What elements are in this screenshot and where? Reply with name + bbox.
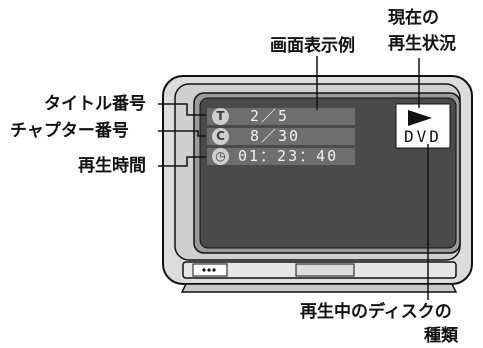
clock-icon: ◷ bbox=[212, 148, 229, 165]
leader-chapter-number bbox=[158, 130, 206, 137]
title-icon: T bbox=[212, 108, 229, 125]
label-current-status-line1: 現在の bbox=[388, 8, 439, 28]
label-disc-type-line2: 種類 bbox=[424, 326, 458, 346]
osd-chapter-value: 8／30 bbox=[250, 127, 301, 145]
status-area bbox=[395, 103, 451, 149]
control-slot bbox=[295, 263, 355, 277]
play-triangle-icon bbox=[408, 110, 432, 126]
label-title-number: タイトル番号 bbox=[44, 94, 146, 114]
osd-band-chapter bbox=[207, 128, 355, 145]
leader-playback-time bbox=[158, 156, 206, 167]
label-playback-time: 再生時間 bbox=[78, 156, 146, 176]
button-dot-1 bbox=[202, 268, 206, 272]
chapter-icon: C bbox=[212, 128, 229, 145]
label-current-status-line2: 再生状況 bbox=[388, 34, 456, 54]
label-screen-example: 画面表示例 bbox=[270, 36, 355, 56]
tv-base bbox=[180, 283, 458, 293]
disc-type-label: DVD bbox=[404, 127, 442, 146]
osd-band-time bbox=[207, 148, 355, 165]
label-chapter-number: チャプター番号 bbox=[10, 121, 129, 141]
osd-title-value: 2／5 bbox=[250, 107, 290, 125]
osd-time-value: 01：23：40 bbox=[238, 147, 339, 165]
osd-band-title bbox=[207, 108, 355, 125]
button-dot-3 bbox=[212, 268, 216, 272]
label-disc-type-line1: 再生中のディスクの bbox=[300, 302, 452, 322]
leader-title-number bbox=[158, 103, 206, 116]
button-dot-2 bbox=[207, 268, 211, 272]
